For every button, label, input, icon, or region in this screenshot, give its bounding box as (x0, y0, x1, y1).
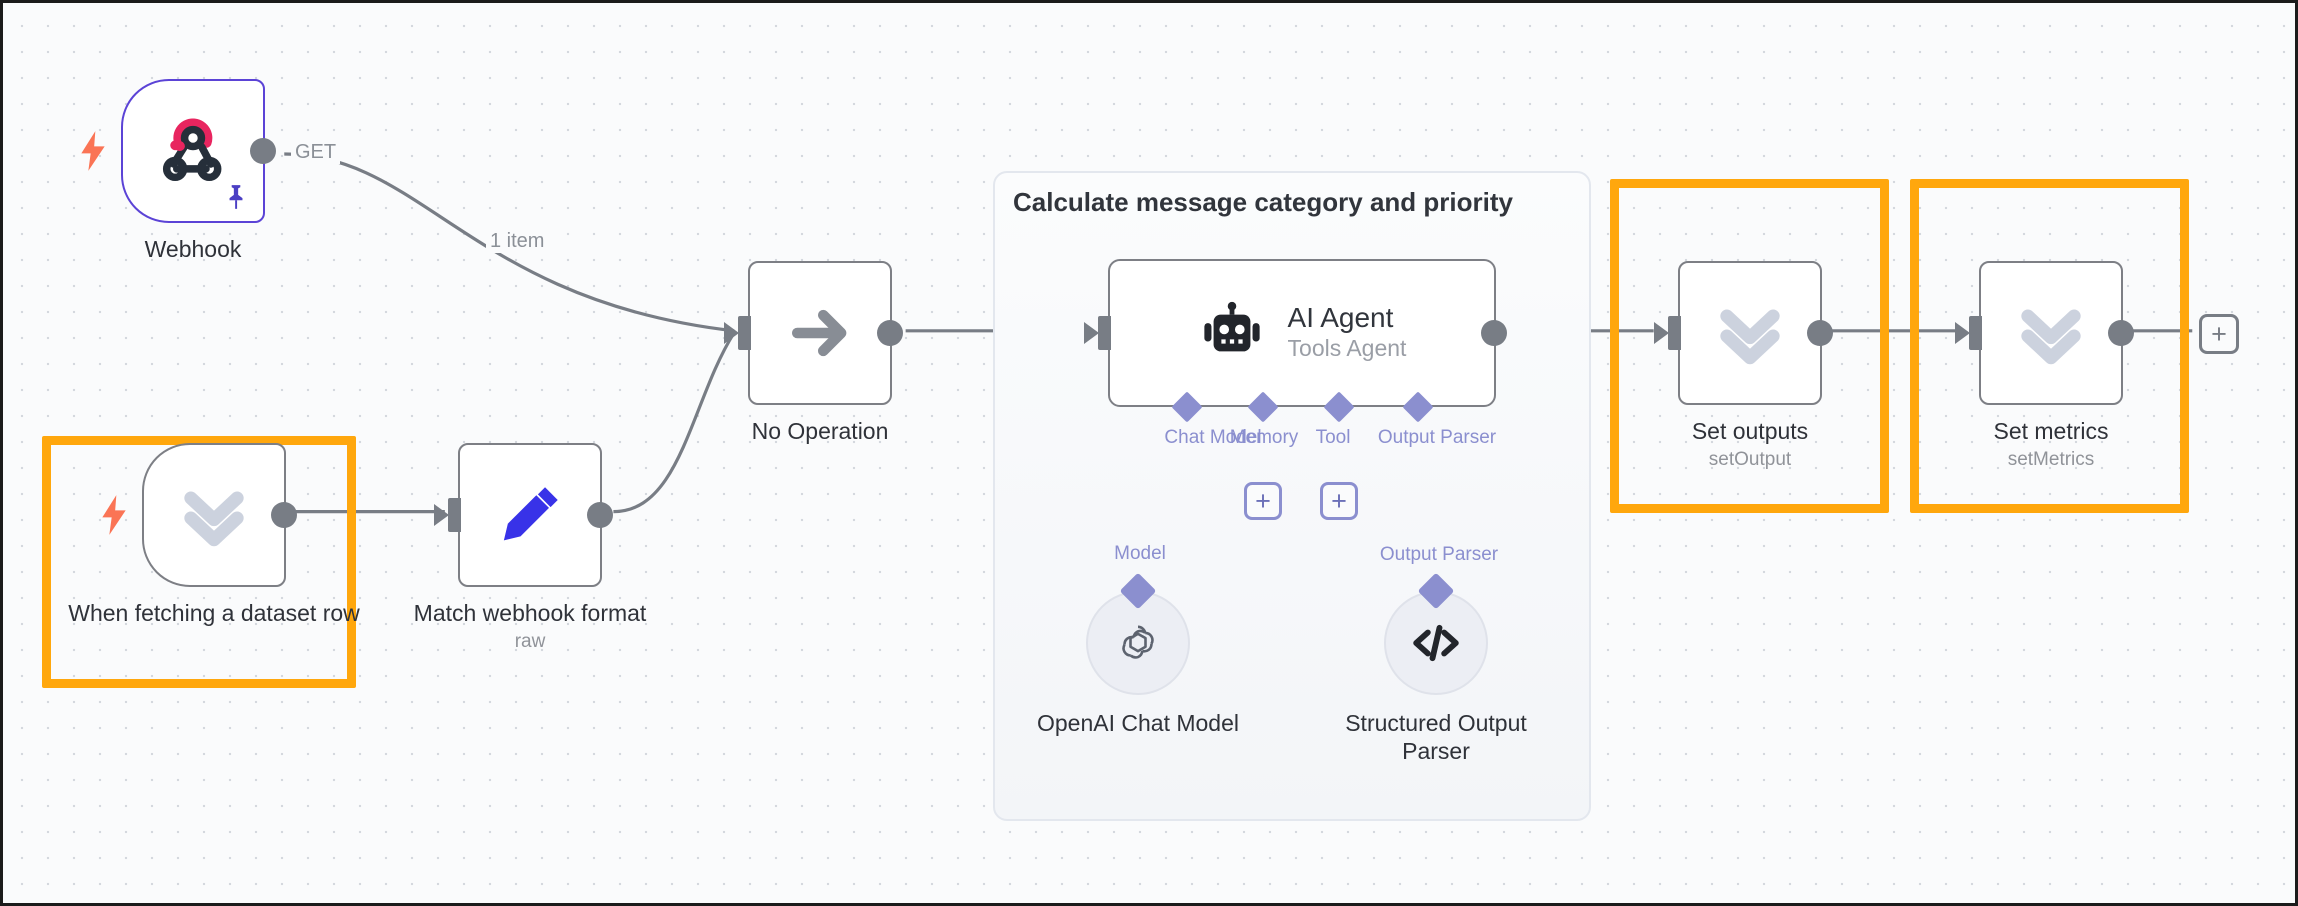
node-match-webhook-format[interactable]: Match webhook format raw (414, 443, 646, 652)
node-label: When fetching a dataset row (68, 600, 360, 626)
node-no-operation[interactable]: No Operation (724, 250, 903, 444)
double-chevron-down-icon (2021, 309, 2081, 365)
add-node-button[interactable]: + (2199, 314, 2239, 354)
openai-chat-model-circle[interactable] (1086, 572, 1190, 695)
node-label: Set metrics (1993, 418, 2109, 444)
node-subtitle: setMetrics (2007, 449, 2095, 470)
subnode-port-label-output-parser: Output Parser (1379, 544, 1499, 565)
code-brackets-icon (1413, 624, 1459, 662)
set-outputs-output-port[interactable] (1807, 320, 1833, 346)
set-metrics-node-box[interactable] (1955, 261, 2134, 405)
agent-port-label-output-parser: Output Parser (1377, 427, 1497, 448)
node-ai-agent[interactable]: AI Agent Tools Agent (1084, 259, 1507, 407)
subnode-port-label-model: Model (1114, 543, 1166, 564)
set-metrics-output-port[interactable] (2108, 320, 2134, 346)
structured-output-parser-circle[interactable] (1384, 572, 1488, 695)
node-webhook[interactable]: Webhook (81, 79, 276, 262)
node-structured-output-parser[interactable]: Structured Output Parser (1345, 572, 1527, 764)
node-label: No Operation (751, 418, 889, 444)
set-outputs-node-box[interactable] (1654, 261, 1833, 405)
pin-icon[interactable] (223, 183, 249, 211)
highlight-box-dataset-trigger (42, 436, 356, 688)
input-arrow-icon (1084, 322, 1099, 344)
input-arrow-icon (1955, 322, 1970, 344)
add-tool-button[interactable]: + (1320, 482, 1358, 520)
connection-label-items: 1 item (486, 230, 549, 253)
group-title: Calculate message category and priority (1013, 187, 1513, 217)
agent-port-label-memory: Memory (1229, 427, 1299, 448)
node-subtitle: raw (514, 631, 546, 652)
no-operation-output-port[interactable] (877, 320, 903, 346)
robot-icon (1203, 301, 1260, 352)
agent-port-label-chat-model: Chat Model (1164, 427, 1262, 448)
subnode-label: OpenAI Chat Model (1036, 710, 1239, 736)
node-label: Match webhook format (413, 600, 647, 626)
node-set-outputs[interactable]: Set outputs setOutput (1654, 261, 1833, 470)
node-label: Set outputs (1691, 418, 1809, 444)
highlight-box-set-outputs (1610, 179, 1889, 513)
input-arrow-icon (1654, 322, 1669, 344)
input-arrow-icon (434, 504, 449, 526)
pencil-icon (503, 487, 558, 541)
trigger-bolt-icon (79, 131, 107, 171)
input-port[interactable] (738, 316, 751, 350)
connection-label-get: GET (291, 141, 341, 164)
webhook-output-port[interactable] (250, 138, 276, 164)
input-port[interactable] (1098, 316, 1111, 350)
ai-agent-output-port[interactable] (1481, 320, 1507, 346)
input-arrow-icon (724, 322, 739, 344)
highlight-box-set-metrics (1910, 179, 2189, 513)
subnode-label: Structured Output Parser (1345, 710, 1527, 765)
node-openai-chat-model[interactable]: OpenAI Chat Model (1037, 572, 1239, 736)
node-set-metrics[interactable]: Set metrics setMetrics (1955, 261, 2134, 470)
double-chevron-down-icon (184, 491, 244, 547)
node-label: Webhook (144, 236, 242, 262)
webhook-icon (162, 118, 222, 182)
dataset-trigger-output-port[interactable] (271, 502, 297, 528)
agent-subtitle: Tools Agent (1287, 335, 1407, 362)
webhook-node-box[interactable] (81, 79, 276, 223)
input-port[interactable] (1969, 316, 1982, 350)
arrow-right-icon (791, 309, 847, 357)
input-port[interactable] (448, 498, 461, 532)
double-chevron-down-icon (1720, 309, 1780, 365)
openai-icon (1122, 625, 1154, 659)
match-webhook-format-output-port[interactable] (587, 502, 613, 528)
input-port[interactable] (1668, 316, 1681, 350)
dataset-trigger-node-box[interactable] (102, 443, 297, 587)
agent-port-label-tool: Tool (1315, 427, 1351, 448)
match-webhook-format-node-box[interactable] (434, 443, 613, 587)
trigger-bolt-icon (100, 495, 128, 535)
node-when-fetching-a-dataset-row[interactable]: When fetching a dataset row (68, 443, 360, 626)
no-operation-node-box[interactable] (724, 261, 903, 405)
agent-title: AI Agent (1287, 301, 1394, 333)
node-subtitle: setOutput (1708, 449, 1792, 470)
add-memory-button[interactable]: + (1244, 482, 1282, 520)
